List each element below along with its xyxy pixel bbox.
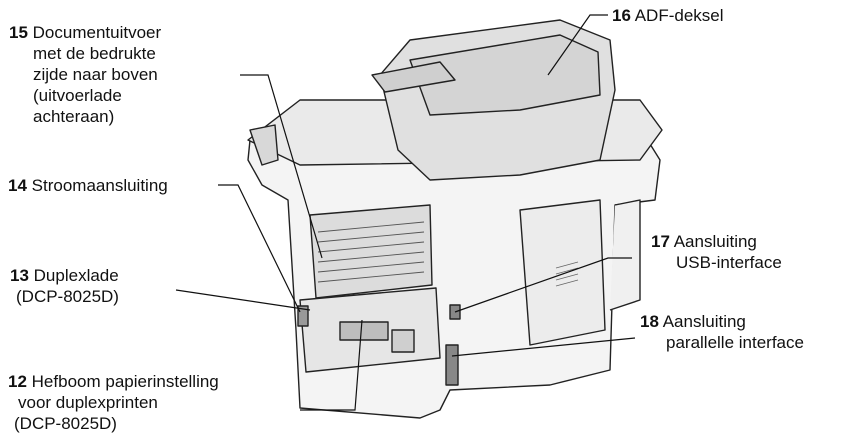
- leader-13: [175, 289, 311, 311]
- parallel-port: [445, 344, 459, 386]
- leader-14: [218, 184, 301, 313]
- rear-output-door: [309, 204, 433, 299]
- callout-15: 15 Documentuitvoer met de bedrukte zijde…: [9, 23, 162, 126]
- callout-14: 14 Stroomaansluiting: [8, 176, 168, 195]
- callout-18: 18 Aansluiting parallelle interface: [640, 312, 804, 352]
- power-socket: [297, 305, 309, 327]
- duplex-lever: [339, 321, 389, 341]
- leader-17: [454, 257, 632, 313]
- callout-16: 16 ADF-deksel: [612, 6, 724, 25]
- callout-17: 17 Aansluiting USB-interface: [651, 232, 782, 272]
- callout-13: 13 Duplexlade (DCP-8025D): [10, 266, 119, 306]
- leader-18: [451, 337, 636, 357]
- leader-15: [240, 74, 323, 259]
- leader-12: [300, 319, 363, 411]
- leader-16: [547, 14, 608, 76]
- left-panel: [249, 124, 279, 166]
- callout-12: 12 Hefboom papierinstelling voor duplexp…: [8, 372, 219, 433]
